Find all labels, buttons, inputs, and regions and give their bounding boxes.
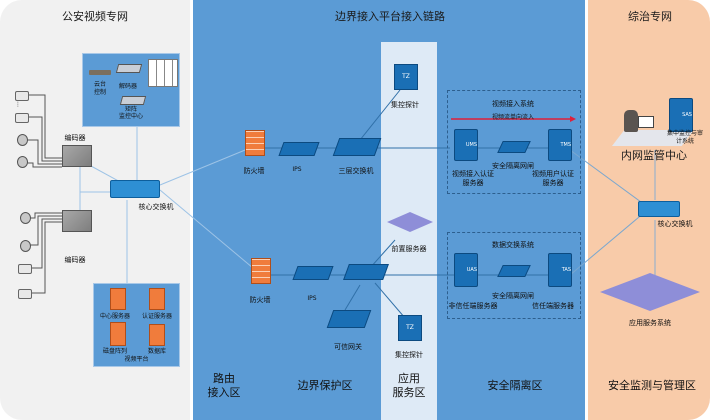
isolation-gateway-icon — [497, 265, 531, 277]
camera-icon — [18, 289, 32, 299]
app-system-label: 应用服务系统 — [629, 319, 671, 327]
monitor-desk-platform — [612, 130, 694, 146]
video-wall-icon — [148, 59, 178, 87]
user-auth-server-label: 视频用户认证 服务器 — [532, 170, 574, 187]
isolation-gateway-icon — [497, 141, 531, 153]
l3-switch-label: 三层交换机 — [338, 167, 374, 175]
switch-icon — [343, 264, 389, 280]
audit-server-icon: SAS — [669, 98, 693, 132]
video-system-title: 视频接入系统 — [492, 100, 534, 108]
trusted-server-label: 信任端服务器 — [532, 302, 574, 310]
video-gateway-label: 安全隔离网闸 — [492, 162, 534, 170]
trusted-gateway-label: 可信网关 — [334, 343, 362, 351]
monitoring-center-box: 云台 控制 解码器 矩阵 监控中心 — [82, 53, 180, 127]
left-zone-title: 公安视频专网 — [62, 10, 128, 23]
camera-icon — [15, 91, 29, 101]
dome-camera-icon — [20, 212, 31, 224]
monitor-center-label: 内网监管中心 — [621, 149, 687, 162]
disk-array-label: 磁盘阵列 — [102, 348, 127, 355]
boundary-zone-label: 边界保护区 — [297, 379, 353, 392]
probe-icon: TZ — [398, 315, 422, 341]
access-auth-server-label: 视频接入认证 服务器 — [452, 170, 494, 187]
auth-server-label: 认证服务器 — [141, 313, 172, 320]
front-server-icon — [387, 212, 433, 232]
ums-server-icon: UMS — [454, 129, 478, 161]
app-service-zone-label: 应用 服务区 — [392, 372, 426, 399]
center-server-label: 中心服务器 — [99, 313, 130, 320]
tms-server-icon: TMS — [548, 129, 572, 161]
data-exchange-system-box: 数据交换系统 UAS TAS 安全隔离网闸 非信任端服务器 信任端服务器 — [447, 232, 581, 319]
decoder-label: 解码器 — [118, 83, 137, 90]
video-access-system-box: 视频接入系统 视频流单向流入 UMS TMS 安全隔离网闸 视频接入认证 服务器… — [447, 90, 581, 194]
operator-icon — [624, 110, 638, 132]
core-switch-icon — [638, 201, 680, 217]
database-icon — [149, 324, 165, 346]
dome-camera-icon — [17, 134, 28, 146]
flow-note: 视频流单向流入 — [491, 114, 534, 121]
encoder-icon — [62, 145, 92, 167]
routing-zone-label: 路由 接入区 — [207, 372, 241, 399]
data-system-title: 数据交换系统 — [492, 241, 534, 249]
untrusted-server-label: 非信任端服务器 — [448, 302, 498, 310]
probe-top-label: 集控探针 — [391, 101, 419, 109]
matrix-icon — [119, 96, 147, 105]
monitoring-zone-label: 安全监测与管理区 — [608, 379, 696, 392]
encoder-bottom-label: 编码器 — [64, 256, 86, 264]
ellipsis: ⋮ — [15, 101, 21, 108]
center-server-icon — [110, 288, 126, 310]
isolation-zone-label: 安全隔离区 — [487, 379, 543, 392]
probe-icon: TZ — [394, 64, 418, 90]
camera-icon — [18, 264, 32, 274]
l3-switch-icon — [332, 138, 382, 156]
video-platform-label: 视频平台 — [124, 356, 149, 363]
ips-icon — [278, 142, 320, 156]
ips-top-label: IPS — [292, 166, 302, 173]
firewall-bottom-label: 防火墙 — [249, 296, 271, 304]
uas-server-icon: UAS — [454, 253, 478, 287]
core-switch-label: 核心交换机 — [138, 203, 174, 211]
front-server-label: 前置服务器 — [391, 245, 427, 253]
firewall-icon — [245, 130, 265, 156]
firewall-icon — [251, 258, 271, 284]
disk-array-icon — [110, 322, 126, 346]
right-core-switch-label: 核心交换机 — [657, 220, 693, 228]
auth-server-icon — [149, 288, 165, 310]
video-platform-box: 中心服务器 认证服务器 磁盘阵列 数据库 视频平台 — [93, 283, 180, 367]
encoder-icon — [62, 210, 92, 232]
camera-icon — [15, 113, 29, 123]
firewall-top-label: 防火墙 — [243, 167, 265, 175]
data-gateway-label: 安全隔离网闸 — [492, 292, 534, 300]
dome-camera-icon — [20, 240, 31, 252]
core-switch-icon — [110, 180, 160, 198]
decoder-icon — [115, 64, 143, 73]
encoder-top-label: 编码器 — [64, 134, 86, 142]
probe-bottom-label: 集控探针 — [395, 351, 423, 359]
trusted-gateway-icon — [326, 310, 372, 328]
middle-zone-title: 边界接入平台接入链路 — [335, 10, 445, 23]
database-label: 数据库 — [147, 348, 166, 355]
dome-camera-icon — [17, 156, 28, 168]
matrix-label: 矩阵 监控中心 — [118, 106, 143, 120]
ptz-control-label: 云台 控制 — [93, 81, 106, 96]
monitor-icon — [638, 116, 654, 128]
ips-icon — [292, 266, 334, 280]
right-zone-title: 综治专网 — [628, 10, 672, 23]
audit-system-label: 集中监控与审 计系统 — [666, 130, 703, 145]
ips-bottom-label: IPS — [307, 295, 317, 302]
tas-server-icon: TAS — [548, 253, 572, 287]
ptz-controller-icon — [89, 70, 111, 75]
